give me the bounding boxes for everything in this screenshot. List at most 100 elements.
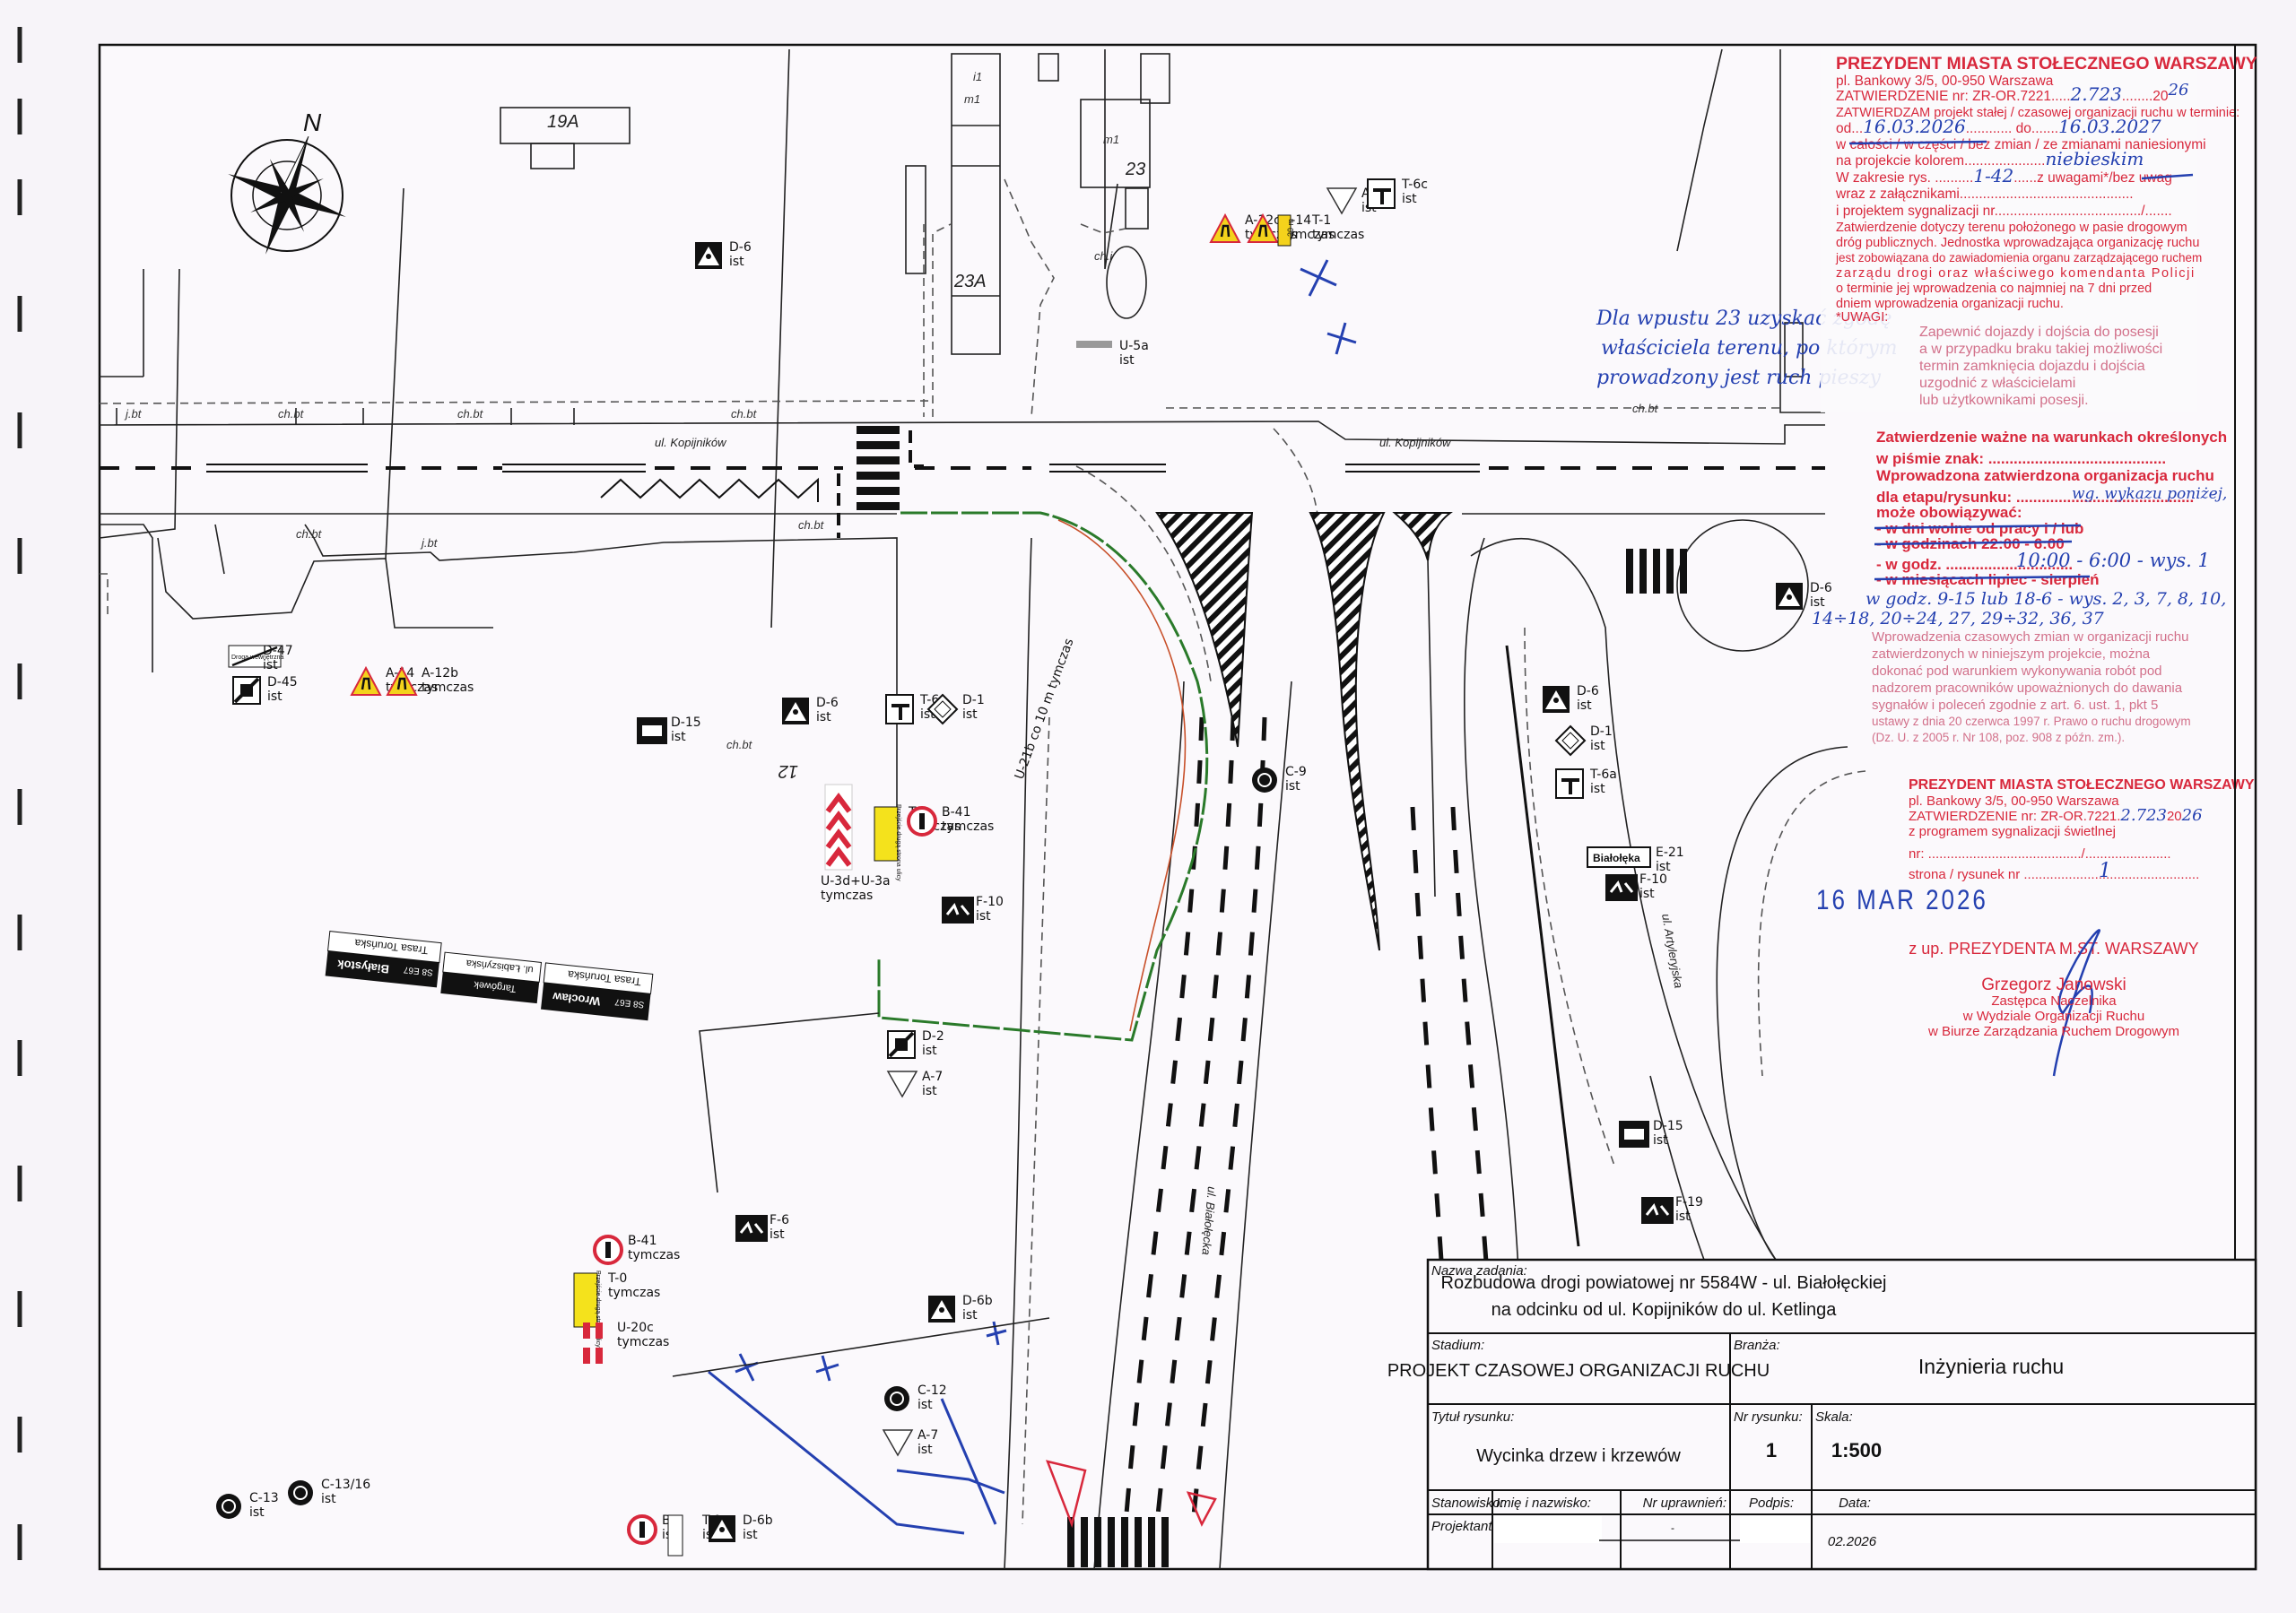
signature-block: z up. PREZYDENTA M.ST. WARSZAWY Grzegorz… bbox=[1909, 929, 2199, 1077]
conditions-handwritten: 14÷18, 20÷24, 27, 29÷32, 36, 37 bbox=[1812, 609, 2105, 629]
mandatory-sign-icon bbox=[884, 1386, 909, 1411]
barrier-post-icon bbox=[583, 1322, 590, 1339]
surface-label: i1 bbox=[973, 70, 982, 83]
tb-drawing-no: 1 bbox=[1766, 1439, 1777, 1461]
sign-code: D-6 bbox=[1577, 684, 1599, 698]
stamp-notice-line: dróg publicznych. Jednostka wprowadzając… bbox=[1836, 236, 2199, 250]
yellow-info-plate-icon bbox=[573, 1272, 598, 1328]
guide-sign-text: Białołęka bbox=[1593, 852, 1640, 864]
sign-code: D-15 bbox=[671, 715, 701, 730]
priority-road-icon bbox=[926, 693, 959, 725]
stamp-uwagi-line: uzgodnić z właścicielami bbox=[1919, 376, 2075, 391]
sign-code: B-41 bbox=[628, 1234, 657, 1248]
signal-stamp-nr: nr: ....................................… bbox=[1909, 846, 2171, 862]
sign-status: tymczas bbox=[1312, 228, 1364, 242]
direction-destination: Wrocław bbox=[552, 990, 601, 1009]
sign-code: D-6 bbox=[1810, 581, 1832, 595]
street-label-bialolecka: ul. Białołęcka bbox=[1199, 1186, 1219, 1256]
sign-code: D-6b bbox=[962, 1294, 993, 1308]
building-label-23a: 23A bbox=[953, 272, 987, 291]
sign-status: ist bbox=[918, 1443, 933, 1457]
signal-stamp-address: pl. Bankowy 3/5, 00-950 Warszawa bbox=[1909, 793, 2119, 809]
conditions-line: w piśmie znak: .........................… bbox=[1875, 450, 2166, 467]
surface-label: ch.bt bbox=[296, 527, 323, 541]
warning-triangle-icon bbox=[1247, 212, 1279, 243]
conditions-handwritten: w godz. 9-15 lub 18-6 - wys. 2, 3, 7, 8,… bbox=[1866, 589, 2226, 609]
sign-status: ist bbox=[1119, 353, 1135, 368]
sign-code: D-47 bbox=[263, 644, 293, 658]
surface-label: ch.bt bbox=[731, 407, 758, 421]
conditions-line: może obowiązywać: bbox=[1876, 504, 2022, 521]
conditions-handwritten: 10:00 - 6:00 - wys. 1 bbox=[2016, 550, 2210, 571]
north-arrow-compass: N bbox=[228, 108, 346, 255]
sign-status: ist bbox=[321, 1492, 336, 1506]
sign-code: F-6 bbox=[770, 1213, 789, 1227]
sign-status: ist bbox=[249, 1505, 265, 1520]
building-23a bbox=[951, 53, 1001, 355]
conditions-paragraph: dokonać pod warunkiem wykonywania robót … bbox=[1872, 663, 2162, 679]
warning-triangle-icon bbox=[1209, 212, 1241, 243]
direction-route: S8 E67 bbox=[403, 964, 433, 976]
sign-status: ist bbox=[1639, 887, 1655, 901]
sign-status: ist bbox=[962, 1308, 978, 1322]
sign-status: ist bbox=[671, 730, 686, 744]
sign-code: D-45 bbox=[267, 675, 298, 689]
surface-label: ch.bt bbox=[278, 407, 305, 421]
sign-code: D-1 bbox=[962, 693, 985, 707]
sign-code: D-1 bbox=[1590, 724, 1613, 739]
stamp-color: na projekcie kolorem....................… bbox=[1836, 148, 2144, 169]
date-stamp: 16 MAR 2026 bbox=[1816, 885, 1988, 916]
approval-stamp-conditions: Zatwierdzenie ważne na warunkach określo… bbox=[1812, 429, 2227, 744]
lane-info-sign-icon bbox=[942, 897, 974, 924]
redacted-signature bbox=[1740, 1516, 1810, 1543]
title-block: Nazwa zadania: Rozbudowa drogi powiatowe… bbox=[1387, 1258, 2257, 1571]
tb-task-label: Nazwa zadania: bbox=[1431, 1263, 1527, 1279]
tb-license: - bbox=[1671, 1522, 1674, 1534]
sign-code: U-20c bbox=[617, 1321, 654, 1335]
tb-signature-label: Podpis: bbox=[1749, 1496, 1794, 1511]
handwritten-signature bbox=[2052, 929, 2101, 1077]
stamp-uwagi-line: termin zamknięcia dojazdu i dojścia bbox=[1919, 359, 2145, 374]
sign-status: tymczas bbox=[628, 1248, 680, 1262]
tb-drawing-title: Wycinka drzew i krzewów bbox=[1476, 1446, 1681, 1466]
sign-status: ist bbox=[743, 1528, 758, 1542]
conditions-paragraph: ustawy z dnia 20 czerwca 1997 r. Prawo o… bbox=[1872, 715, 2191, 728]
sign-status: ist bbox=[770, 1227, 785, 1242]
direction-sign: S8 E67 Wrocław Trasa Toruńska bbox=[541, 962, 654, 1021]
road-bialolecka: ul. Białołęcka ul. Artyleryjska bbox=[1004, 428, 1866, 1570]
stamp-range: W zakresie rys. ..........1-42......z uw… bbox=[1836, 165, 2172, 186]
yellow-info-plate-icon bbox=[874, 806, 899, 862]
give-way-triangle-icon bbox=[1326, 187, 1358, 215]
lane-info-sign-icon bbox=[1641, 1197, 1674, 1224]
stamp-notice-line: zarządu drogi oraz właściwego komendanta… bbox=[1836, 266, 2196, 281]
warning-triangle-icon bbox=[386, 665, 418, 696]
sign-code: B-41 bbox=[942, 805, 970, 820]
crosswalk-bialolecka-south bbox=[1067, 1517, 1169, 1567]
warning-triangle-icon bbox=[350, 665, 382, 696]
sign-status: ist bbox=[1577, 698, 1592, 713]
signature-position: Zastępca Naczelnika bbox=[1991, 993, 2117, 1009]
conditions-option: - w godz. .............................. bbox=[1876, 556, 2073, 573]
sign-status: tymczas bbox=[422, 681, 474, 695]
building-23 bbox=[1080, 99, 1151, 188]
